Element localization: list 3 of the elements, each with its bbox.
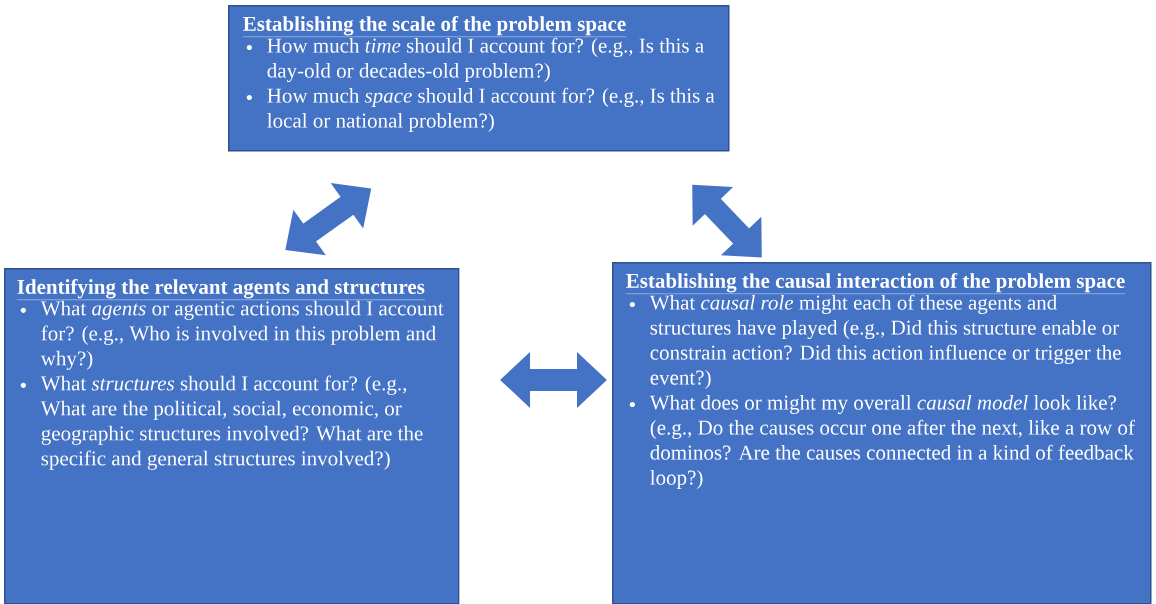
text-box: Identifying the relevant agents and structures What agents or agentic actions should I account for? (e.g., Who is involved in this problem and why?) What structures should I account for? (e.g., What are the political, social, economic, or geographic structures involved? What are the specific and general structures involved?) xyxy=(4,268,460,604)
text-box: Establishing the causal interaction of the problem space What causal role might each of these agents and structures have played (e.g., Did this structure enable or constrain action? Did this action influence or trigger the event?) What does or might my overall causal model look like? (e.g., Do the causes occur one after the next, like a row of dominos? Are the causes connected in a kind of feedback loop?) xyxy=(612,262,1152,604)
text-box: Establishing the scale of the problem space How much time should I account for? (e.g., Is this a day-old or decades-old problem?) How much space should I account for? (e.g., Is this a local or national problem?) xyxy=(228,5,730,152)
